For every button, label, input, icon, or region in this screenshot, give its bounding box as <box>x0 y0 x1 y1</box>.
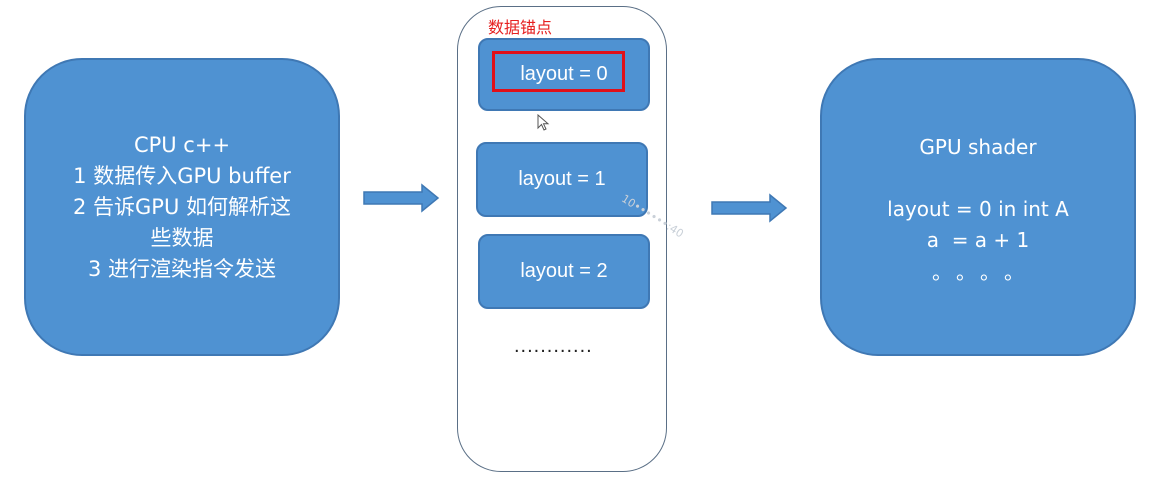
right-arrow-icon <box>363 183 440 213</box>
layout-slot-label: layout = 1 <box>518 168 606 190</box>
mouse-cursor-icon <box>537 114 550 131</box>
gpu-box-line-2: a = a + 1 <box>926 228 1030 252</box>
gpu-shader-box: GPU shader layout = 0 in int A a = a + 1… <box>820 58 1136 356</box>
layout-slot-0: layout = 0 <box>478 38 650 111</box>
gpu-box-title: GPU shader <box>919 135 1037 159</box>
cpu-box-step-2: 2 告诉GPU 如何解析这 <box>72 194 292 219</box>
layout-slot-label: layout = 2 <box>520 260 608 282</box>
cpu-box: CPU c++ 1 数据传入GPU buffer 2 告诉GPU 如何解析这 些… <box>24 58 340 356</box>
layout-slot-1: layout = 1 <box>476 142 648 217</box>
right-arrow-icon <box>711 193 788 223</box>
gpu-box-dots: 。。。。 <box>932 260 1038 284</box>
cpu-box-step-3: 3 进行渲染指令发送 <box>87 256 277 281</box>
layout-slot-2: layout = 2 <box>478 234 650 309</box>
cpu-box-step-2-cont: 些数据 <box>150 225 214 250</box>
buffer-ellipsis: ............ <box>514 335 593 357</box>
cpu-box-step-1: 1 数据传入GPU buffer <box>73 163 291 188</box>
anchor-annotation-label: 数据锚点 <box>488 18 553 37</box>
gpu-box-line-1: layout = 0 in int A <box>887 197 1069 221</box>
layout-slot-label: layout = 0 <box>520 63 608 85</box>
cpu-box-title: CPU c++ <box>133 132 231 157</box>
highlight-rectangle <box>492 51 625 92</box>
